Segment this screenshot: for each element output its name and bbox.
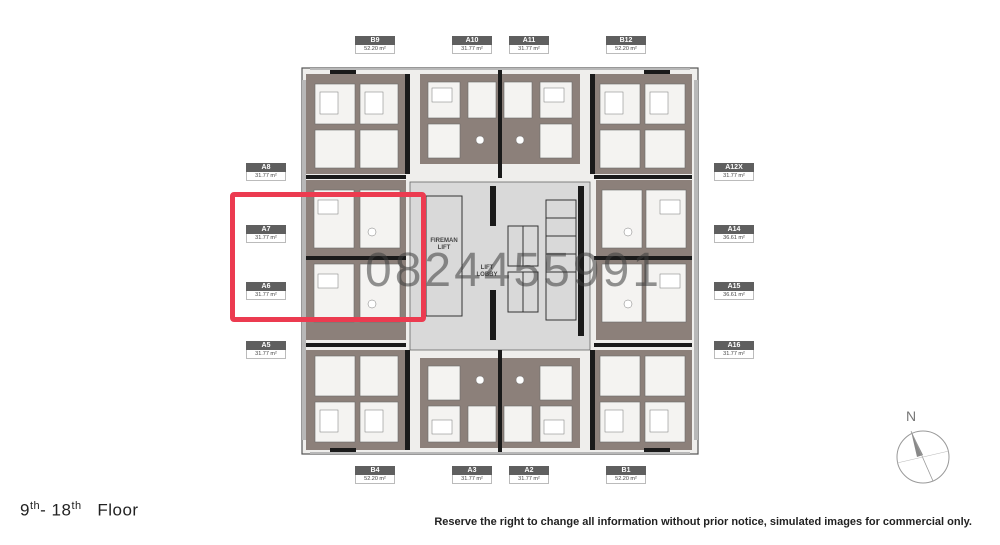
unit-name: B9 [355, 36, 395, 45]
floor-word: Floor [97, 500, 139, 520]
unit-tag-a10: A10 31.77 m² [452, 36, 492, 54]
unit-name: B1 [606, 466, 646, 475]
unit-name: A2 [509, 466, 549, 475]
unit-tag-a2: A2 31.77 m² [509, 466, 549, 484]
unit-area: 52.20 m² [606, 475, 646, 484]
unit-area: 36.61 m² [714, 291, 754, 300]
furniture [317, 87, 681, 435]
unit-area: 31.77 m² [509, 475, 549, 484]
unit-tag-a11: A11 31.77 m² [509, 36, 549, 54]
unit-tag-a7: A7 31.77 m² [246, 225, 286, 243]
unit-name: A14 [714, 225, 754, 234]
unit-area: 36.61 m² [714, 234, 754, 243]
window-strips [302, 68, 698, 454]
phone-watermark: 0824455991 [365, 244, 662, 297]
floor-start-suffix: th [29, 500, 41, 512]
unit-name: A15 [714, 282, 754, 291]
unit-area: 52.20 m² [606, 45, 646, 54]
unit-tag-a14: A14 36.61 m² [714, 225, 754, 243]
unit-area: 31.77 m² [452, 45, 492, 54]
unit-tag-a6: A6 31.77 m² [246, 282, 286, 300]
unit-area: 31.77 m² [246, 291, 286, 300]
unit-area: 31.77 m² [246, 350, 286, 359]
unit-tag-a8: A8 31.77 m² [246, 163, 286, 181]
unit-name: A10 [452, 36, 492, 45]
unit-area: 52.20 m² [355, 45, 395, 54]
floor-range-label: 9th- 18th Floor [20, 500, 139, 521]
unit-name: A3 [452, 466, 492, 475]
core-details [425, 195, 577, 321]
unit-name: A5 [246, 341, 286, 350]
unit-name: B4 [355, 466, 395, 475]
structural-walls [306, 68, 692, 454]
unit-name: A11 [509, 36, 549, 45]
unit-name: A16 [714, 341, 754, 350]
unit-name: B12 [606, 36, 646, 45]
unit-tag-b4: B4 52.20 m² [355, 466, 395, 484]
unit-tag-a12x: A12X 31.77 m² [714, 163, 754, 181]
disclaimer-text: Reserve the right to change all informat… [434, 516, 972, 528]
compass-north-label: N [906, 408, 917, 424]
unit-area: 31.77 m² [714, 350, 754, 359]
floor-end: 18 [51, 500, 72, 520]
unit-name: A12X [714, 163, 754, 172]
unit-tag-b12: B12 52.20 m² [606, 36, 646, 54]
compass-icon [896, 430, 950, 484]
unit-tag-a16: A16 31.77 m² [714, 341, 754, 359]
core-area [409, 181, 591, 351]
room-interiors [313, 81, 687, 443]
unit-name: A6 [246, 282, 286, 291]
unit-tag-b9: B9 52.20 m² [355, 36, 395, 54]
floor-dash: - [40, 500, 52, 520]
highlight-box [230, 192, 426, 322]
unit-tag-a5: A5 31.77 m² [246, 341, 286, 359]
unit-area: 31.77 m² [246, 172, 286, 181]
unit-name: A8 [246, 163, 286, 172]
unit-name: A7 [246, 225, 286, 234]
unit-area: 31.77 m² [246, 234, 286, 243]
unit-tag-a15: A15 36.61 m² [714, 282, 754, 300]
unit-tag-b1: B1 52.20 m² [606, 466, 646, 484]
unit-area: 31.77 m² [509, 45, 549, 54]
unit-area: 31.77 m² [714, 172, 754, 181]
unit-tag-a3: A3 31.77 m² [452, 466, 492, 484]
floor-end-suffix: th [71, 500, 82, 512]
unit-area: 52.20 m² [355, 475, 395, 484]
unit-area: 31.77 m² [452, 475, 492, 484]
floor-start: 9 [20, 500, 30, 520]
